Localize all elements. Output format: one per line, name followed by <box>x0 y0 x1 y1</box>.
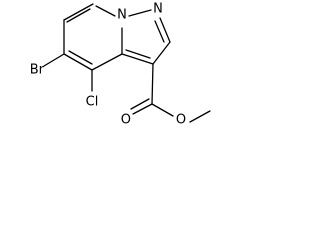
bond-carbonyl-o-double-b <box>130 98 150 110</box>
atom-ester-oxygen: O <box>176 113 186 128</box>
bond-c7-c6 <box>63 3 94 21</box>
atom-chlorine: Cl <box>86 95 99 110</box>
bond-c2-c3a <box>121 53 154 65</box>
atom-n-bridge: N <box>117 8 127 23</box>
bond-c7-c6-double <box>66 8 91 23</box>
bond-n2-c1 <box>159 17 171 43</box>
bond-c5-c4-double <box>68 50 93 65</box>
bond-c2-c3a-double <box>125 49 151 59</box>
atom-carbonyl-oxygen: O <box>121 113 131 128</box>
bond-c5-c4 <box>63 53 93 71</box>
bond-c2-carbonyl <box>151 63 154 105</box>
atom-bromine: Br <box>30 63 45 78</box>
bond-n1-c7 <box>95 5 116 17</box>
bond-n1-n2 <box>128 9 152 17</box>
bond-carbonyl-ester-o <box>151 103 174 117</box>
bond-n2-c1-double <box>154 20 165 43</box>
atom-n-pyrazole: N <box>153 2 163 17</box>
bond-c5-br <box>43 53 65 67</box>
chemical-structure-diagram: N N Br Cl O O <box>30 2 211 128</box>
bond-c4-c3a <box>91 53 123 71</box>
bond-carbonyl-o-double-a <box>132 103 153 115</box>
bond-ester-o-methyl <box>189 110 211 123</box>
bond-c1-c2 <box>152 41 171 65</box>
